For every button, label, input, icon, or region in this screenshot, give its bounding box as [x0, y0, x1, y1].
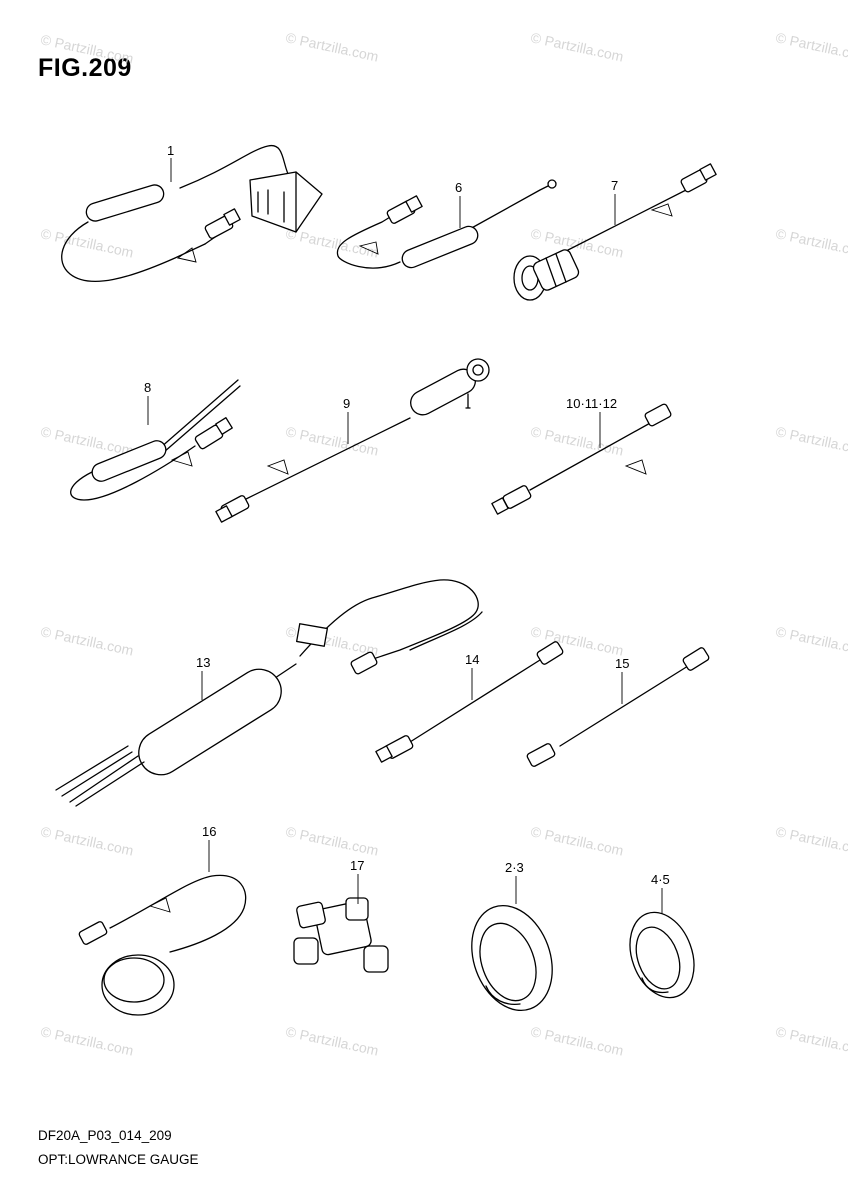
- watermark: © Partzilla.com: [39, 31, 135, 66]
- watermark: © Partzilla.com: [774, 823, 848, 858]
- part-7-thru-hull-transducer[interactable]: [513, 163, 717, 301]
- callout-10-11-12: 10·11·12: [566, 396, 617, 411]
- part-9-fuel-sender-cable[interactable]: [215, 358, 490, 523]
- part-4-5-mounting-ring[interactable]: [619, 903, 705, 1006]
- part-17-t-connector[interactable]: [293, 897, 389, 973]
- callout-7: 7: [611, 178, 618, 193]
- watermark: © Partzilla.com: [39, 823, 135, 858]
- callout-1: 1: [167, 143, 174, 158]
- watermark: © Partzilla.com: [39, 623, 135, 658]
- callout-15: 15: [615, 656, 629, 671]
- watermark: © Partzilla.com: [529, 1023, 625, 1058]
- part-15-extension-cable[interactable]: [526, 647, 710, 768]
- watermark: © Partzilla.com: [284, 29, 380, 64]
- figure-title: FIG.209: [38, 54, 132, 82]
- watermark: © Partzilla.com: [284, 423, 380, 458]
- part-16-gps-antenna[interactable]: [78, 874, 247, 1016]
- watermark: © Partzilla.com: [774, 623, 848, 658]
- callout-9: 9: [343, 396, 350, 411]
- callout-13: 13: [196, 655, 210, 670]
- watermark: © Partzilla.com: [39, 1023, 135, 1058]
- callout-8: 8: [144, 380, 151, 395]
- part-2-3-mounting-ring[interactable]: [458, 894, 566, 1021]
- part-10-11-12-extension-cable[interactable]: [491, 403, 672, 515]
- diagram-caption: OPT:LOWRANCE GAUGE: [38, 1152, 199, 1167]
- callout-14: 14: [465, 652, 479, 667]
- callout-6: 6: [455, 180, 462, 195]
- callout-2-3: 2·3: [505, 860, 524, 875]
- callout-17: 17: [350, 858, 364, 873]
- part-6-sensor-cable[interactable]: [336, 179, 557, 270]
- part-8-sensor-cable[interactable]: [70, 379, 241, 501]
- watermark: © Partzilla.com: [774, 423, 848, 458]
- part-1-transducer-cable[interactable]: [61, 145, 323, 282]
- watermark: © Partzilla.com: [39, 423, 135, 458]
- diagram-code: DF20A_P03_014_209: [38, 1128, 172, 1143]
- watermark: © Partzilla.com: [529, 423, 625, 458]
- watermark-layer: © Partzilla.com © Partzilla.com © Partzi…: [39, 29, 848, 1058]
- watermark: © Partzilla.com: [774, 225, 848, 260]
- callout-16: 16: [202, 824, 216, 839]
- watermark: © Partzilla.com: [284, 823, 380, 858]
- watermark: © Partzilla.com: [284, 225, 380, 260]
- watermark: © Partzilla.com: [284, 1023, 380, 1058]
- watermark: © Partzilla.com: [774, 29, 848, 64]
- watermark: © Partzilla.com: [39, 225, 135, 260]
- part-14-extension-cable[interactable]: [375, 641, 564, 763]
- part-13-power-cable[interactable]: [55, 579, 483, 807]
- watermark: © Partzilla.com: [529, 823, 625, 858]
- watermark: © Partzilla.com: [529, 29, 625, 64]
- watermark: © Partzilla.com: [529, 225, 625, 260]
- callout-4-5: 4·5: [651, 872, 670, 887]
- watermark: © Partzilla.com: [774, 1023, 848, 1058]
